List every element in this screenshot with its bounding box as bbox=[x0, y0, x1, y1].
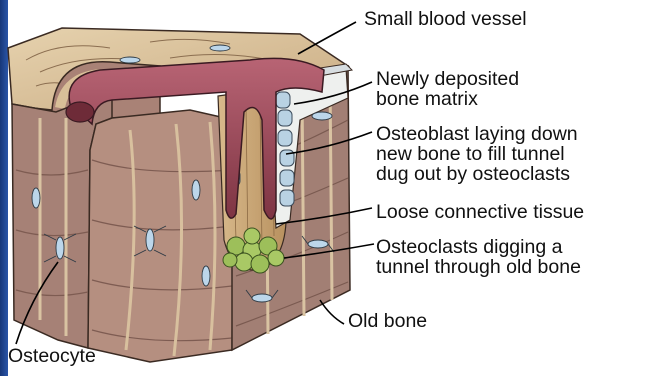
label-newly-deposited-2: bone matrix bbox=[376, 90, 478, 109]
label-osteoclasts-2: tunnel through old bone bbox=[376, 258, 581, 277]
label-small-blood-vessel: Small blood vessel bbox=[364, 10, 527, 29]
label-osteoblast-2: new bone to fill tunnel bbox=[376, 145, 565, 164]
bone-block-front-left bbox=[12, 96, 234, 362]
label-osteoclasts-1: Osteoclasts digging a bbox=[376, 238, 562, 257]
label-osteocyte: Osteocyte bbox=[8, 347, 96, 366]
label-old-bone: Old bone bbox=[348, 312, 427, 331]
label-newly-deposited-1: Newly deposited bbox=[376, 70, 519, 89]
label-osteoblast-1: Osteoblast laying down bbox=[376, 125, 578, 144]
label-loose-connective: Loose connective tissue bbox=[376, 203, 584, 222]
label-osteoblast-3: dug out by osteoclasts bbox=[376, 165, 570, 184]
